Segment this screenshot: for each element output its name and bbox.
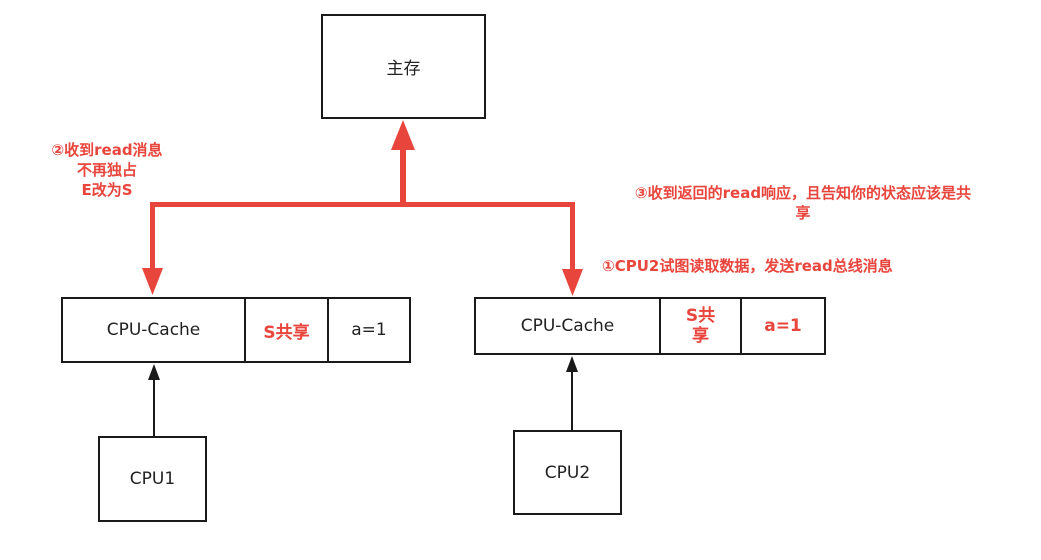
left-cache-value-cell: a=1 [327, 297, 411, 363]
cpu1-to-cache-arrowhead [148, 364, 160, 380]
right-cache-value-cell: a=1 [740, 297, 826, 355]
step2-annotation: ②收到read消息 不再独占 E改为S [22, 140, 192, 200]
step3-annotation: ③收到返回的read响应，且告知你的状态应该是共 享 [578, 183, 1028, 223]
right-cache-value: a=1 [764, 316, 802, 336]
bus-to-memory-line [400, 148, 406, 205]
bus-to-left-cache-line [150, 202, 155, 270]
right-cache-box: CPU-Cache [474, 297, 661, 355]
bus-line [150, 202, 575, 207]
bus-to-right-cache-arrowhead [562, 269, 583, 296]
bus-to-memory-arrowhead [391, 120, 415, 150]
cpu2-box: CPU2 [513, 430, 622, 515]
right-cache-state-line1: S共 [685, 306, 716, 326]
right-cache-state-line2: 享 [692, 326, 709, 346]
left-cache-label: CPU-Cache [106, 320, 201, 340]
step3-line1: ③收到返回的read响应，且告知你的状态应该是共 [634, 184, 972, 202]
bus-to-left-cache-arrowhead [142, 268, 163, 295]
right-cache-label: CPU-Cache [520, 316, 615, 336]
left-cache-box: CPU-Cache [61, 297, 246, 363]
left-cache-value: a=1 [351, 320, 387, 340]
step3-line2: 享 [795, 204, 811, 222]
step2-line1: ②收到read消息 [51, 141, 163, 159]
cpu2-to-cache-arrowhead [566, 356, 578, 372]
step1-annotation: ①CPU2试图读取数据，发送read总线消息 [602, 256, 1012, 276]
cpu1-box: CPU1 [98, 436, 207, 522]
main-memory-box: 主存 [321, 14, 486, 119]
bus-to-right-cache-line [570, 202, 575, 272]
step2-line3: E改为S [81, 181, 133, 199]
step1-line: ①CPU2试图读取数据，发送read总线消息 [602, 257, 893, 275]
main-memory-label: 主存 [386, 59, 421, 79]
cpu2-label: CPU2 [544, 462, 591, 483]
step2-line2: 不再独占 [76, 161, 137, 179]
left-cache-state: S共享 [263, 322, 310, 343]
cpu1-label: CPU1 [129, 469, 176, 489]
right-cache-state-cell: S共 享 [659, 297, 742, 355]
left-cache-state-cell: S共享 [244, 297, 329, 363]
